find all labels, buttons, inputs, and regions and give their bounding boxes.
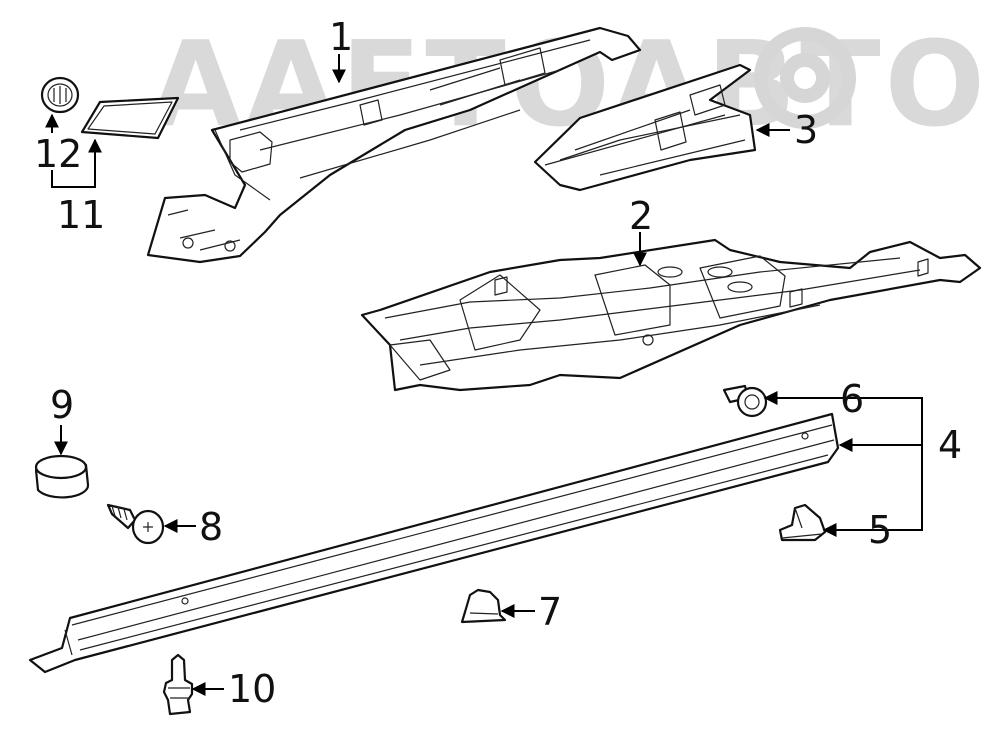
part-4-rocker-panel: [28, 412, 840, 674]
watermark-logo: [754, 27, 856, 129]
part-12-clip: [40, 76, 80, 114]
callout-6: 6: [840, 377, 864, 421]
callout-10: 10: [228, 667, 276, 711]
callout-2: 2: [629, 194, 653, 238]
part-2-floor-panel: [360, 238, 982, 392]
part-5-clip: [778, 503, 827, 542]
callout-9: 9: [50, 383, 74, 427]
callout-12: 12: [34, 132, 82, 176]
leader-11: [51, 138, 102, 188]
callout-11: 11: [57, 193, 105, 237]
part-11-pad: [80, 96, 180, 140]
callout-numbers: 1 2 3 4 5 6 7 8 9 10 11 12: [34, 15, 962, 711]
part-3-floor-bracket: [533, 63, 757, 192]
callout-4: 4: [938, 423, 962, 467]
leader-bracket-6-5: [840, 397, 923, 531]
callout-3: 3: [794, 108, 818, 152]
callout-7: 7: [538, 590, 562, 634]
part-7-cap: [460, 588, 507, 624]
callout-5: 5: [868, 508, 892, 552]
part-1-floor-side-member: [146, 26, 642, 264]
callout-1: 1: [329, 15, 353, 59]
part-9-plug: [34, 454, 90, 499]
part-8-screw: [106, 503, 165, 545]
leader-lines: [45, 54, 923, 696]
part-6-grommet: [722, 384, 768, 418]
callout-8: 8: [199, 505, 223, 549]
part-10-push-pin: [162, 653, 194, 716]
